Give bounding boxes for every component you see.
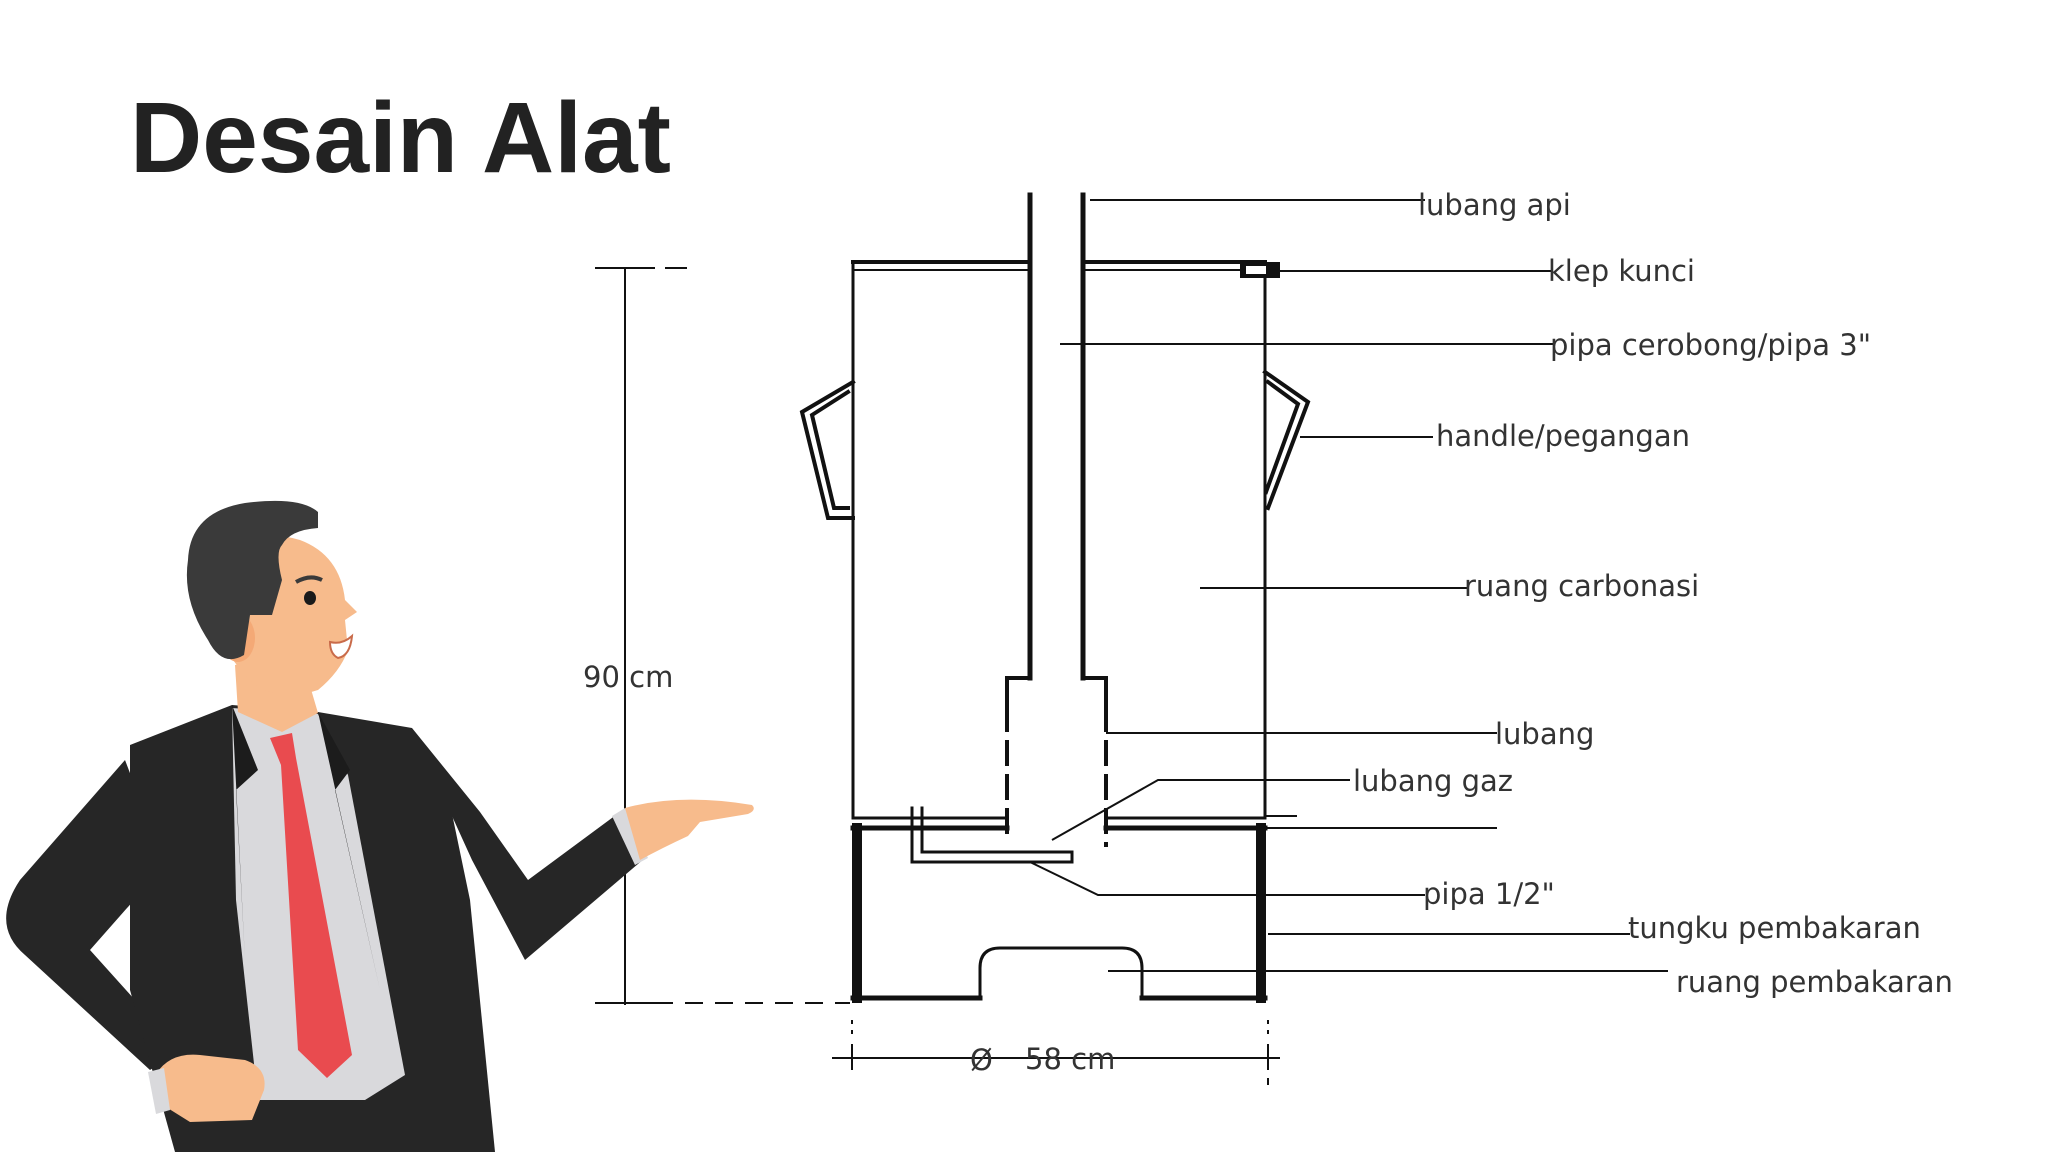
leader-lines [1029,199,1668,972]
hair [186,500,318,660]
resting-hand [156,1054,265,1122]
chimney-pipe [1005,192,1108,847]
label-lubang: lubang [1495,717,1594,751]
label-pipa-half: pipa 1/2" [1423,877,1555,911]
gas-pipe [910,806,1074,864]
label-pipa-cerobong: pipa cerobong/pipa 3" [1550,328,1871,362]
slide-title: Desain Alat [130,82,671,194]
label-ruang-pembakaran: ruang pembakaran [1676,965,1953,999]
separator-plate [850,816,1268,831]
label-tungku: tungku pembakaran [1628,911,1921,945]
dimension-lines [595,267,1280,1085]
combustion-furnace [850,823,1268,1003]
mouth [328,633,354,660]
businessman-illustration [6,500,754,1152]
label-ruang-carbonasi: ruang carbonasi [1464,569,1699,603]
label-diameter-dimension: 58 cm [1025,1042,1115,1076]
label-klep-kunci: klep kunci [1548,254,1695,288]
label-lubang-api: lubang api [1418,188,1571,222]
label-height-dimension: 90 cm [583,660,673,694]
eye [304,591,316,605]
right-handle [1262,369,1311,511]
right-arm [412,728,645,960]
device-drawing [799,192,1311,1003]
carbonization-chamber [851,260,1267,820]
label-lubang-gaz: lubang gaz [1353,764,1513,798]
label-diameter-symbol: Ø [970,1043,993,1077]
left-handle [799,379,856,520]
label-handle: handle/pegangan [1436,419,1690,453]
pointing-hand [625,799,754,860]
tie [270,733,352,1078]
diagram-labels: lubang api klep kunci pipa cerobong/pipa… [583,188,1953,1077]
